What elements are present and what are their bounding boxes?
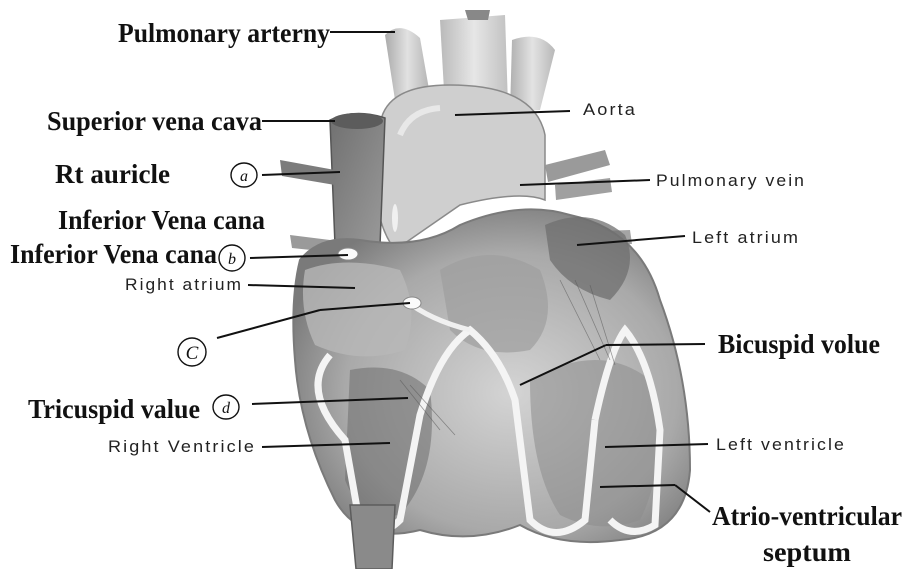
label-septum: septum bbox=[763, 537, 852, 567]
marker-d-text: d bbox=[222, 400, 231, 417]
label-tricuspid-value: Tricuspid value bbox=[28, 394, 200, 424]
superior-vena-cava-shape bbox=[330, 113, 385, 245]
heart-illustration bbox=[280, 10, 690, 569]
label-atrio-ventricular: Atrio-ventricular bbox=[712, 501, 902, 531]
label-aorta: Aorta bbox=[583, 100, 637, 119]
label-inferior-vena-cana-1: Inferior Vena cana bbox=[58, 205, 265, 235]
label-superior-vena-cava: Superior vena cava bbox=[47, 106, 262, 136]
marker-a: a bbox=[231, 163, 257, 187]
label-right-ventricle: Right Ventricle bbox=[108, 437, 256, 456]
marker-c: C bbox=[178, 338, 206, 366]
label-pulmonary-arterny: Pulmonary arterny bbox=[118, 18, 330, 48]
marker-b: b bbox=[219, 245, 245, 271]
label-rt-auricle: Rt auricle bbox=[55, 159, 170, 189]
label-right-atrium: Right atrium bbox=[125, 275, 243, 294]
label-inferior-vena-cana-2: Inferior Vena cana bbox=[10, 239, 217, 269]
label-bicuspid-volue: Bicuspid volue bbox=[718, 329, 880, 359]
marker-d: d bbox=[213, 395, 239, 419]
marker-a-text: a bbox=[240, 168, 248, 185]
label-pulmonary-vein: Pulmonary vein bbox=[656, 171, 806, 190]
label-left-ventricle: Left ventricle bbox=[716, 435, 846, 454]
label-left-atrium: Left atrium bbox=[692, 228, 800, 247]
marker-c-text: C bbox=[186, 343, 199, 364]
inferior-vena-cava-shape bbox=[350, 505, 395, 569]
marker-b-text: b bbox=[228, 251, 236, 268]
